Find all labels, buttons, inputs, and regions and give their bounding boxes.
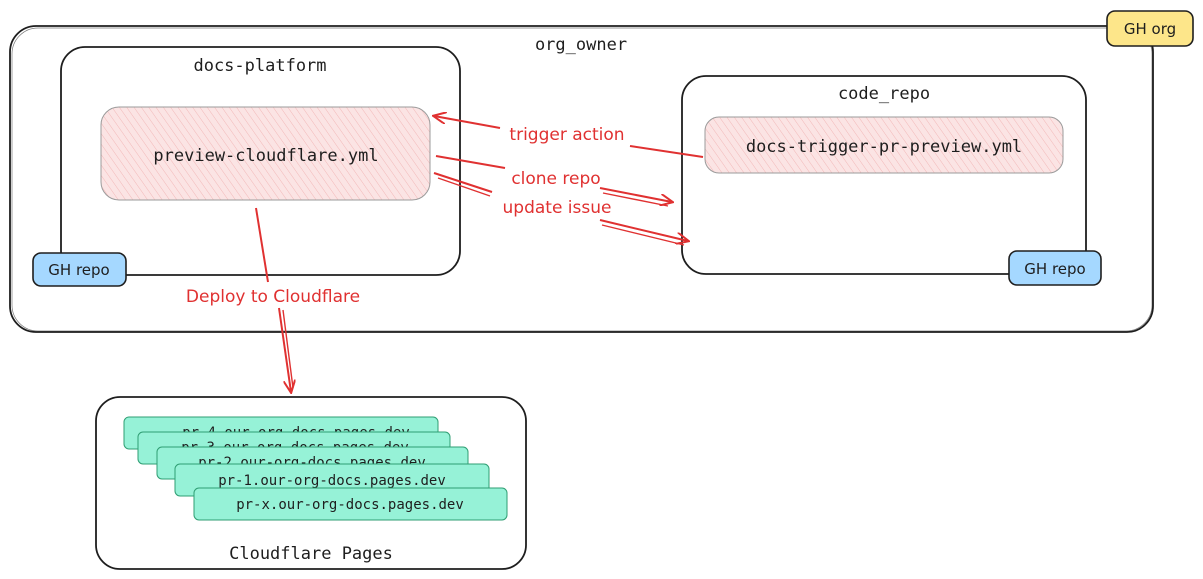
trigger-action-label: trigger action (509, 125, 624, 145)
preview-page-pr-x: pr-x.our-org-docs.pages.dev (193, 487, 508, 521)
clone-repo-arrow: clone repo (435, 155, 672, 207)
code-repo-repo-badge-label: GH repo (1024, 260, 1085, 278)
org-title: org_owner (535, 35, 627, 55)
update-issue-label: update issue (503, 198, 612, 218)
deploy-arrow: Deploy to Cloudflare (186, 207, 360, 392)
preview-page-label: pr-1.our-org-docs.pages.dev (218, 473, 446, 489)
trigger-workflow-label: docs-trigger-pr-preview.yml (746, 137, 1022, 157)
docs-platform-repo-badge: GH repo (32, 252, 127, 287)
code-repo-container: code_repo docs-trigger-pr-preview.yml (681, 75, 1087, 275)
docs-platform-container: docs-platform preview-cloudflare.yml (60, 46, 461, 276)
code-repo-title: code_repo (838, 84, 930, 104)
code-repo-repo-badge: GH repo (1008, 250, 1102, 286)
cloudflare-pages-container: Cloudflare Pages (95, 396, 527, 570)
org-container: org_owner (9, 25, 1154, 333)
deploy-label: Deploy to Cloudflare (186, 287, 360, 307)
update-issue-arrow: update issue (433, 172, 688, 246)
gh-org-badge: GH org (1106, 10, 1194, 47)
preview-workflow-label: preview-cloudflare.yml (153, 146, 378, 166)
trigger-workflow-box (704, 116, 1064, 174)
preview-page-label: pr-x.our-org-docs.pages.dev (236, 497, 464, 513)
docs-platform-title: docs-platform (193, 56, 326, 76)
preview-workflow-box (100, 106, 431, 201)
gh-org-badge-label: GH org (1124, 20, 1176, 38)
cloudflare-pages-title: Cloudflare Pages (229, 544, 393, 564)
trigger-action-arrow: trigger action (434, 116, 704, 158)
docs-platform-repo-badge-label: GH repo (48, 261, 109, 279)
clone-repo-label: clone repo (511, 169, 600, 189)
